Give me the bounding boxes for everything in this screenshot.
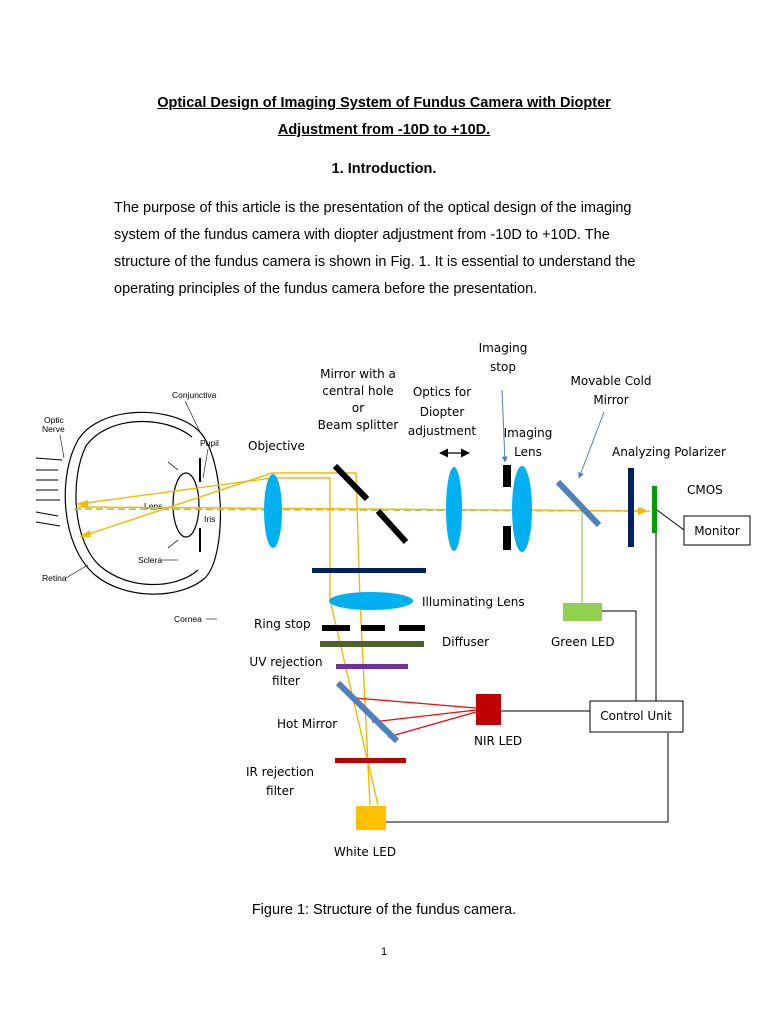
polarizer-plate [312,568,426,573]
ir-rejection-filter [335,758,406,763]
pupil-label: Pupil [200,438,219,448]
mirror-label-3: or [352,401,364,415]
ring-stop-label: Ring stop [254,617,311,631]
imaging-stop-upper [503,465,511,487]
hot-mirror-label: Hot Mirror [277,717,337,731]
ir-filter-label-2: filter [266,784,294,798]
analyzing-polarizer-label: Analyzing Polarizer [612,445,726,459]
intro-line-4: operating principles of the fundus camer… [114,281,538,297]
control-unit-label: Control Unit [600,709,672,723]
conjunctiva-label: Conjunctiva [172,390,217,400]
retina-label: Retina [42,573,67,583]
diopter-optics-lens [446,467,462,551]
cmos-sensor [652,486,657,533]
lens-label: Lens [144,501,162,511]
intro-line-2: system of the fundus camera with diopter… [114,227,610,243]
optics-label-2: Diopter [420,405,465,419]
imaging-stop-label-1: Imaging [479,341,528,355]
white-led [356,806,386,830]
control-wires [386,533,669,823]
optics-label-1: Optics for [413,385,471,399]
optic-nerve-label-2: Nerve [42,424,65,434]
optic-nerve-label-1: Optic [44,415,65,425]
cmos-label: CMOS [687,483,723,497]
ir-filter-label-1: IR rejection [246,765,314,779]
figure-caption: Figure 1: Structure of the fundus camera… [251,902,517,918]
nir-led-label: NIR LED [474,734,522,748]
fundus-camera-diagram: Optic Nerve Conjunctiva Pupil Lens Iris … [35,341,751,859]
green-led [563,603,602,621]
iris-label: Iris [204,514,215,524]
ring-stop [322,625,425,631]
hot-mirror [335,680,400,744]
diffuser [320,641,424,647]
monitor-box [683,515,751,546]
cold-mirror [555,479,602,528]
title-line-1: Optical Design of Imaging System of Fund… [157,95,611,111]
beam-splitter-upper [332,463,370,502]
white-led-label: White LED [334,845,396,859]
cold-mirror-label-2: Mirror [593,393,628,407]
green-led-label: Green LED [551,635,615,649]
cold-mirror-label-1: Movable Cold [571,374,652,388]
imaging-lens-label-2: Lens [514,445,542,459]
section-heading: 1. Introduction. [331,161,437,177]
mirror-label-1: Mirror with a [320,367,396,381]
imaging-stop-label-2: stop [490,360,516,374]
analyzing-polarizer [628,468,634,547]
diffuser-label: Diffuser [442,635,489,649]
objective-lens [264,474,282,548]
intro-line-3: structure of the fundus camera is shown … [114,254,636,270]
page-number: 1 [380,946,388,958]
uv-filter-label-2: filter [272,674,300,688]
intro-line-1: The purpose of this article is the prese… [114,200,632,216]
nir-rays [354,697,477,738]
objective-label: Objective [248,439,305,453]
imaging-stop-lower [503,526,511,550]
cornea-label: Cornea [174,614,202,624]
sclera-label: Sclera [138,555,162,565]
imaging-lens [512,466,532,552]
beam-splitter-lower [375,508,409,545]
uv-filter-label-1: UV rejection [249,655,322,669]
imaging-lens-label-1: Imaging [504,426,553,440]
intro-paragraph: The purpose of this article is the prese… [114,195,674,303]
title-line-2: Adjustment from -10D to +10D. [277,122,491,138]
nir-led [476,694,501,725]
mirror-label-4: Beam splitter [318,418,399,432]
control-unit-box [589,700,684,733]
optics-label-3: adjustment [408,424,477,438]
mirror-label-2: central hole [322,384,393,398]
eye-illustration [35,411,222,595]
illuminating-lens [329,592,413,610]
illuminating-lens-label: Illuminating Lens [422,595,525,609]
uv-rejection-filter [336,664,408,669]
monitor-label: Monitor [694,524,740,538]
